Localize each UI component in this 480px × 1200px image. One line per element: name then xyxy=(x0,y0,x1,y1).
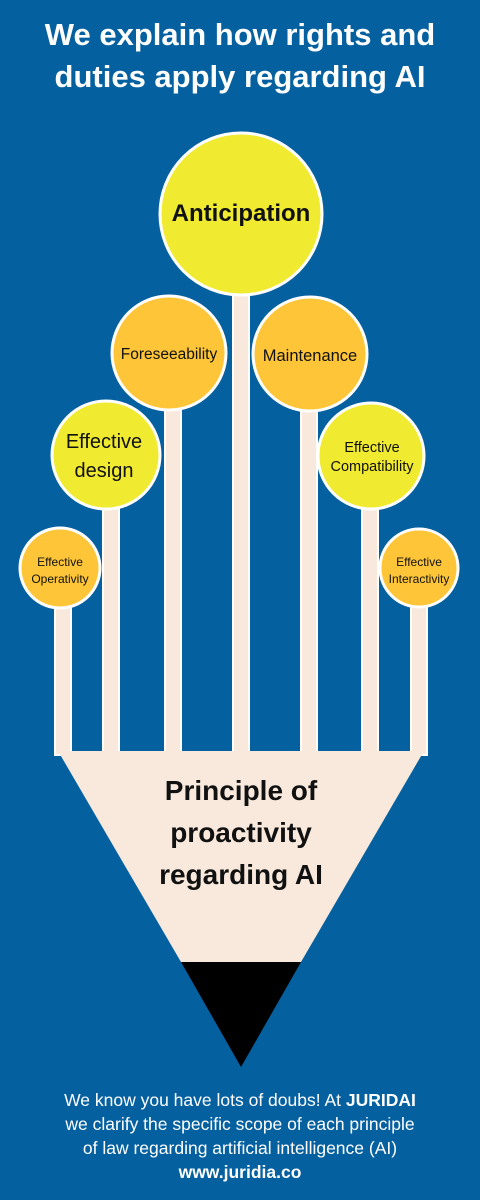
node-effective-interactivity-label-1: Effective xyxy=(396,555,442,569)
node-anticipation-label: Anticipation xyxy=(172,200,311,227)
stems xyxy=(54,284,428,756)
node-effective-design-label-2: design xyxy=(75,460,134,482)
node-effective-interactivity-label-2: Interactivity xyxy=(389,572,450,586)
pencil-label-line-3: regarding AI xyxy=(159,859,323,890)
pencil-body xyxy=(58,751,424,962)
footer-brand: JURIDAI xyxy=(345,1090,416,1110)
node-effective-interactivity xyxy=(378,527,460,609)
page-title: We explain how rights and duties apply r… xyxy=(0,14,480,98)
footer-line-1-text: We know you have lots of doubs! At xyxy=(64,1090,346,1110)
pencil-label-line-1: Principle of xyxy=(165,775,318,806)
node-maintenance xyxy=(251,295,369,413)
title-line-1: We explain how rights and xyxy=(44,17,436,52)
node-foreseeability xyxy=(110,294,228,412)
footer-url[interactable]: www.juridia.co xyxy=(178,1162,302,1182)
footer: We know you have lots of doubs! At JURID… xyxy=(0,1088,480,1184)
pencil-lead xyxy=(181,962,301,1067)
footer-line-1: We know you have lots of doubs! At JURID… xyxy=(0,1088,480,1112)
pencil-label: Principle of proactivity regarding AI xyxy=(159,775,323,890)
node-effective-operativity-label-1: Effective xyxy=(37,555,83,569)
stem-effective-interactivity xyxy=(410,599,428,756)
footer-line-2: we clarify the specific scope of each pr… xyxy=(65,1114,415,1134)
node-effective-compatibility xyxy=(316,401,426,511)
footer-line-3: of law regarding artificial intelligence… xyxy=(82,1138,398,1158)
title-line-2: duties apply regarding AI xyxy=(54,59,426,94)
node-anticipation xyxy=(158,131,324,297)
stem-effective-operativity xyxy=(54,599,72,756)
stem-effective-design xyxy=(102,499,120,756)
node-effective-operativity xyxy=(18,526,102,610)
node-effective-design xyxy=(50,399,162,511)
stem-anticipation xyxy=(232,284,250,756)
stem-effective-compatibility xyxy=(361,499,379,756)
node-foreseeability-label: Foreseeability xyxy=(121,346,218,363)
stem-maintenance xyxy=(300,399,318,756)
node-maintenance-label: Maintenance xyxy=(263,347,357,365)
node-effective-compatibility-label-1: Effective xyxy=(344,440,399,456)
node-effective-design-label-1: Effective xyxy=(66,431,142,453)
node-effective-operativity-label-2: Operativity xyxy=(31,572,88,586)
pencil-label-line-2: proactivity xyxy=(170,817,312,848)
node-effective-compatibility-label-2: Compatibility xyxy=(331,459,415,475)
stem-foreseeability xyxy=(164,399,182,756)
